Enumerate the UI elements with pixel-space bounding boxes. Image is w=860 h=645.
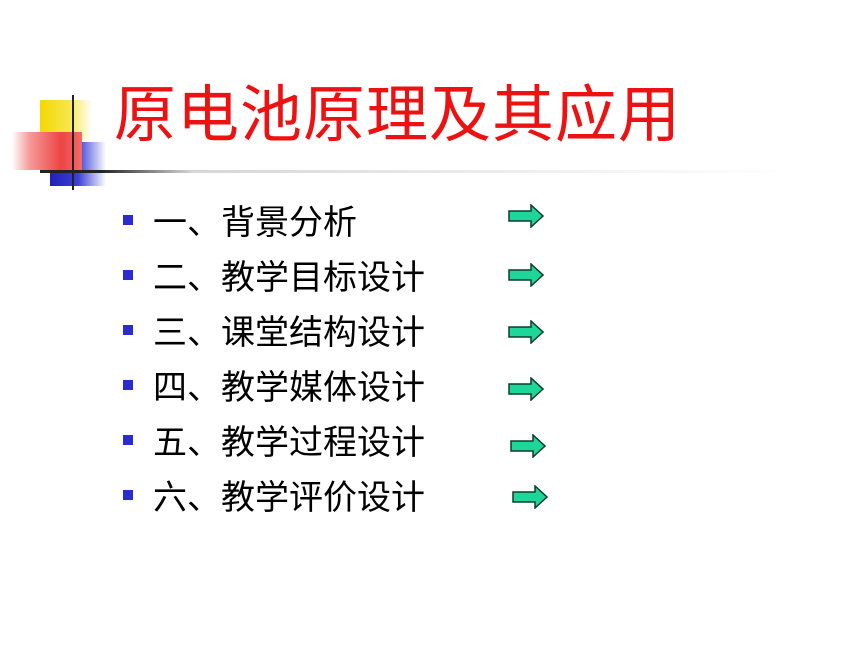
outline-item-label: 五、教学过程设计 xyxy=(153,423,425,463)
outline-item-3: 三、课堂结构设计 xyxy=(120,302,580,357)
outline-item-1: 一、背景分析 xyxy=(120,192,580,247)
outline-item-label: 二、教学目标设计 xyxy=(153,258,425,298)
square-bullet-icon xyxy=(123,489,133,500)
decorative-vertical-line xyxy=(72,95,74,190)
decorative-red-block xyxy=(12,132,82,170)
outline-item-label: 四、教学媒体设计 xyxy=(153,368,425,408)
right-arrow-icon[interactable] xyxy=(508,376,544,401)
right-arrow-icon[interactable] xyxy=(510,433,546,458)
right-arrow-icon[interactable] xyxy=(508,262,544,287)
right-arrow-icon[interactable] xyxy=(508,203,544,228)
right-arrow-icon[interactable] xyxy=(508,319,544,344)
outline-list: 一、背景分析 二、教学目标设计 三、课堂结构设计 四、教学媒体设计 xyxy=(120,192,580,522)
title-underline xyxy=(40,170,800,173)
slide-title: 原电池原理及其应用 xyxy=(114,78,682,151)
square-bullet-icon xyxy=(123,324,133,335)
outline-item-label: 一、背景分析 xyxy=(153,203,357,243)
square-bullet-icon xyxy=(123,269,133,280)
square-bullet-icon xyxy=(123,214,133,225)
right-arrow-icon[interactable] xyxy=(512,484,548,509)
outline-item-label: 三、课堂结构设计 xyxy=(153,313,425,353)
outline-item-label: 六、教学评价设计 xyxy=(153,478,425,518)
outline-item-6: 六、教学评价设计 xyxy=(120,467,580,522)
outline-item-5: 五、教学过程设计 xyxy=(120,412,580,467)
square-bullet-icon xyxy=(123,379,133,390)
square-bullet-icon xyxy=(123,434,133,445)
outline-item-4: 四、教学媒体设计 xyxy=(120,357,580,412)
outline-item-2: 二、教学目标设计 xyxy=(120,247,580,302)
